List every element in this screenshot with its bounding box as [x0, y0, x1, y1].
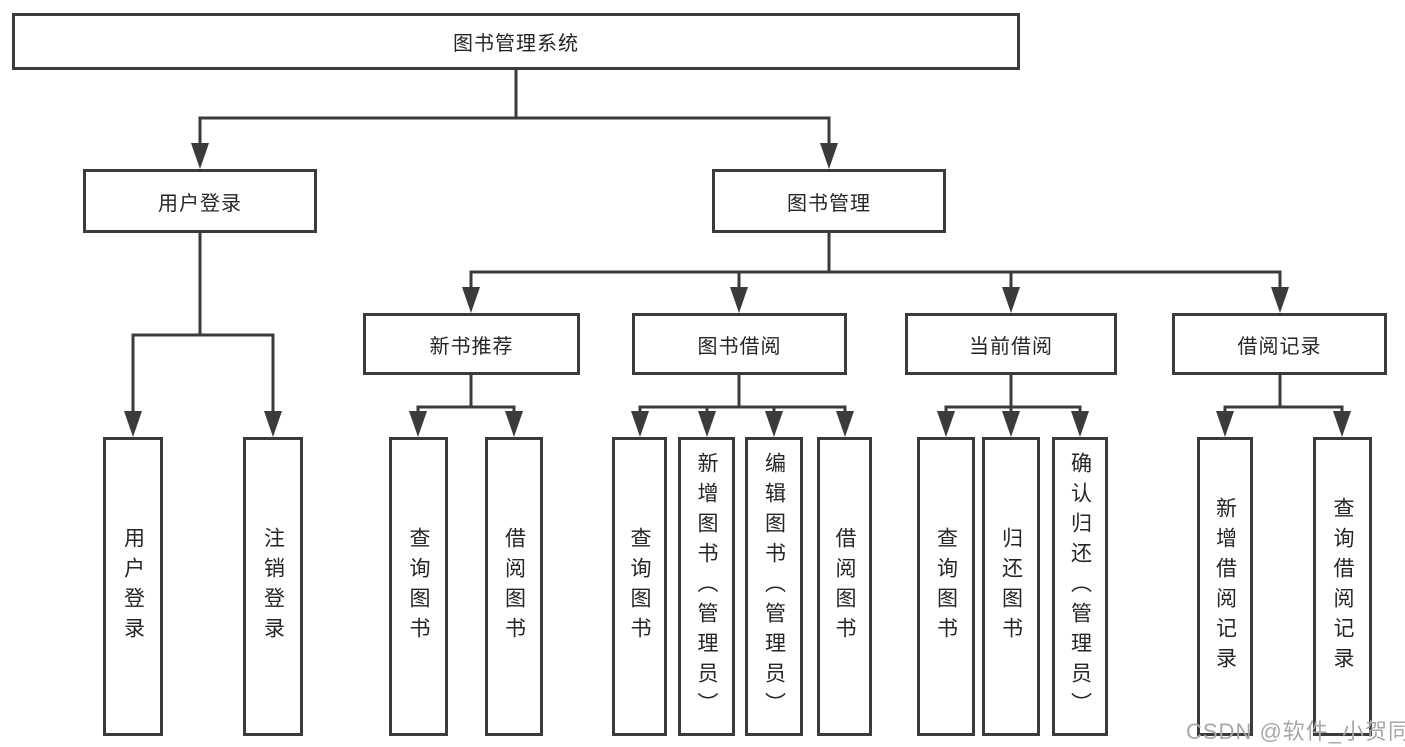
leaf-label: 借阅图书	[833, 526, 856, 647]
leaf-record-query-borrow-record: 查询借阅记录	[1313, 437, 1372, 736]
leaf-label: 新增图书（管理员）	[695, 451, 718, 722]
leaf-label: 确认归还（管理员）	[1068, 451, 1092, 722]
node-user-login: 用户登录	[83, 169, 317, 233]
leaf-borrow-query-book: 查询图书	[612, 437, 667, 736]
leaf-current-confirm-return-admin: 确认归还（管理员）	[1052, 437, 1108, 736]
node-library-management-system: 图书管理系统	[12, 13, 1020, 70]
leaf-record-add-borrow-record: 新增借阅记录	[1197, 437, 1253, 736]
node-book-management: 图书管理	[712, 169, 946, 233]
leaf-current-query-book: 查询图书	[917, 437, 975, 736]
leaf-borrow-borrow-book: 借阅图书	[817, 437, 872, 736]
leaf-label: 用户登录	[121, 526, 145, 647]
leaf-recommend-borrow-book: 借阅图书	[485, 437, 543, 736]
leaf-borrow-add-book-admin: 新增图书（管理员）	[678, 437, 735, 736]
node-borrowing-records: 借阅记录	[1172, 313, 1387, 375]
leaf-label: 借阅图书	[502, 526, 526, 647]
leaf-recommend-query-book: 查询图书	[389, 437, 448, 736]
leaf-user-login: 用户登录	[103, 437, 163, 736]
leaf-label: 查询图书	[407, 526, 430, 647]
leaf-label: 编辑图书（管理员）	[762, 451, 786, 722]
node-current-borrowing: 当前借阅	[905, 313, 1117, 375]
leaf-borrow-edit-book-admin: 编辑图书（管理员）	[745, 437, 803, 736]
leaf-label: 新增借阅记录	[1213, 496, 1237, 677]
leaf-label: 归还图书	[999, 526, 1023, 647]
leaf-logout: 注销登录	[243, 437, 303, 736]
leaf-label: 查询借阅记录	[1331, 496, 1354, 677]
node-book-borrowing: 图书借阅	[632, 313, 847, 375]
csdn-watermark: CSDN @软件_小贺同学	[1186, 719, 1405, 744]
leaf-label: 查询图书	[628, 526, 651, 647]
node-new-book-recommendation: 新书推荐	[363, 313, 580, 375]
leaf-label: 查询图书	[934, 526, 958, 647]
leaf-current-return-book: 归还图书	[982, 437, 1040, 736]
leaf-label: 注销登录	[261, 526, 285, 647]
